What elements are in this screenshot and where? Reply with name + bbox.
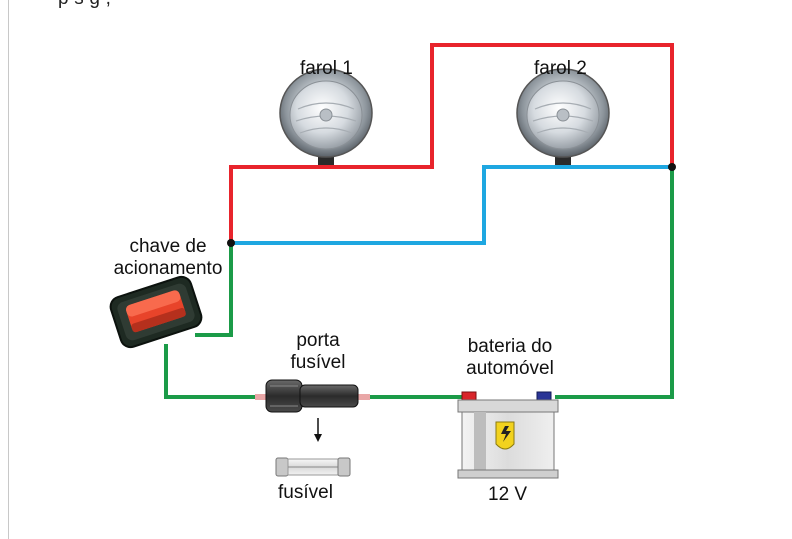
label-porta-line2: fusível — [290, 352, 346, 373]
wire-red — [229, 43, 674, 243]
label-porta-fusivel: porta fusível — [280, 330, 356, 374]
label-bateria: bateria do automóvel — [450, 336, 570, 380]
rocker-switch — [109, 275, 203, 349]
label-farol-1: farol 1 — [300, 58, 353, 79]
wire-green — [164, 167, 674, 399]
headlamp-2 — [516, 68, 610, 165]
car-battery — [457, 391, 559, 479]
headlamp-1 — [279, 68, 373, 165]
label-chave-line1: chave de — [129, 236, 207, 257]
label-chave: chave de acionamento — [108, 236, 228, 280]
arrow-down-icon — [314, 418, 322, 442]
junction-dot-left — [227, 239, 235, 247]
page-left-border — [8, 0, 9, 539]
label-chave-line2: acionamento — [113, 258, 223, 279]
label-fusivel: fusível — [278, 482, 333, 503]
label-bateria-line1: bateria do — [467, 336, 553, 357]
wire-blue — [231, 165, 672, 245]
fuse-holder — [255, 379, 370, 413]
glass-fuse — [275, 457, 351, 477]
label-farol-2: farol 2 — [534, 58, 587, 79]
label-bateria-line2: automóvel — [466, 358, 554, 379]
label-porta-line1: porta — [296, 330, 340, 351]
cropped-header-text: p s g , — [58, 0, 111, 10]
label-voltage: 12 V — [488, 484, 528, 505]
junction-dot-right — [668, 163, 676, 171]
